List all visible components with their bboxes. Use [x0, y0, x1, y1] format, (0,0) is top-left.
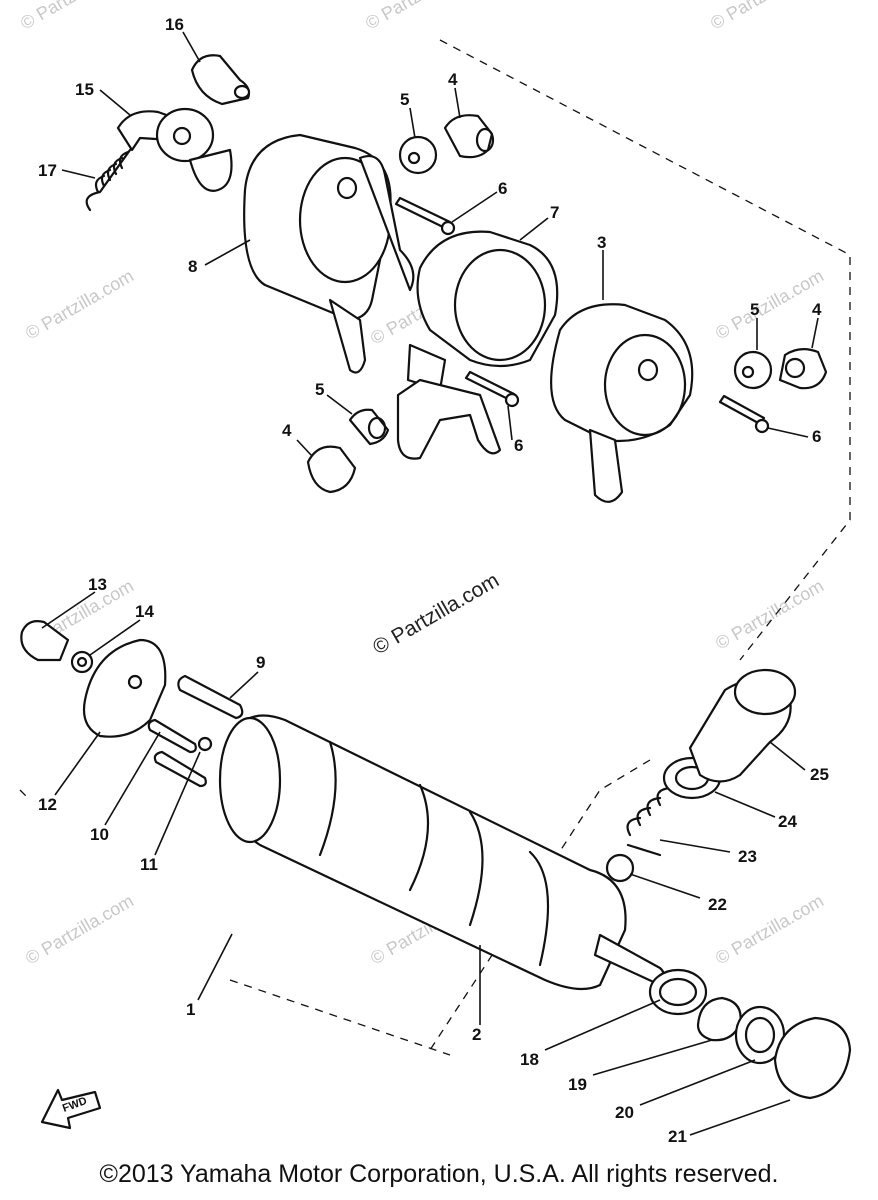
- leader-lines: [41, 31, 819, 1136]
- part-3: [550, 303, 694, 503]
- callout-6c: 6: [514, 436, 523, 455]
- callout-6b: 6: [812, 427, 821, 446]
- part-2: [218, 714, 666, 991]
- copyright-notice: ©2013 Yamaha Motor Corporation, U.S.A. A…: [99, 1160, 779, 1188]
- callout-15: 15: [75, 80, 94, 99]
- watermark: © Partzilla.com: [712, 575, 827, 653]
- callout-16: 16: [165, 15, 184, 34]
- callout-6a: 6: [498, 179, 507, 198]
- callout-3: 3: [597, 233, 606, 252]
- part-13: [20, 620, 70, 662]
- callout-11: 11: [140, 855, 158, 874]
- watermark-main: © Partzilla.com: [369, 569, 503, 660]
- callout-24: 24: [778, 812, 797, 831]
- callout-18: 18: [520, 1050, 539, 1069]
- callout-7: 7: [550, 203, 559, 222]
- watermark: © Partzilla.com: [712, 265, 827, 343]
- parts-4-5-6-right: [718, 348, 828, 434]
- part-15: [116, 107, 233, 192]
- part-10: [147, 718, 197, 754]
- watermark: © Partzilla.com: [712, 890, 827, 968]
- fwd-arrow-icon: FWD: [40, 1088, 102, 1130]
- part-9: [177, 674, 244, 720]
- callout-5c: 5: [315, 380, 324, 399]
- part-22: [605, 853, 635, 883]
- callout-8: 8: [188, 257, 197, 276]
- part-21: [773, 1016, 852, 1100]
- watermark: © Partzilla.com: [707, 0, 822, 33]
- part-17: [85, 148, 132, 212]
- callout-23: 23: [738, 847, 757, 866]
- assembly-lines: [19, 39, 851, 1056]
- callouts: 16 15 17 8 5 4 6 7 3 5 4 6 5 4 6 13 14 9…: [38, 15, 829, 1146]
- callout-4b: 4: [812, 300, 822, 319]
- callout-2: 2: [472, 1025, 481, 1044]
- callout-14: 14: [135, 602, 154, 621]
- callout-17: 17: [38, 161, 57, 180]
- callout-20: 20: [615, 1103, 634, 1122]
- watermark: © Partzilla.com: [22, 265, 137, 343]
- part-12: [82, 638, 167, 738]
- part-16: [190, 54, 251, 106]
- callout-1: 1: [186, 1000, 195, 1019]
- part-23: [626, 786, 672, 857]
- part-7: [396, 230, 559, 460]
- parts-4-5-6-lower: [306, 370, 520, 494]
- callout-13: 13: [88, 575, 107, 594]
- part-11: [153, 736, 213, 788]
- part-25: [688, 668, 797, 783]
- callout-5b: 5: [750, 300, 759, 319]
- callout-22: 22: [708, 895, 727, 914]
- watermark: © Partzilla.com: [22, 890, 137, 968]
- part-18: [648, 968, 708, 1016]
- callout-4c: 4: [282, 421, 292, 440]
- parts-4-5-top: [394, 114, 495, 236]
- callout-21: 21: [668, 1127, 687, 1146]
- part-8: [243, 133, 415, 374]
- callout-12: 12: [38, 795, 57, 814]
- watermark: © Partzilla.com: [17, 0, 132, 33]
- callout-19: 19: [568, 1075, 587, 1094]
- callout-25: 25: [810, 765, 829, 784]
- part-19: [696, 996, 742, 1042]
- part-20: [734, 1005, 786, 1065]
- watermark: © Partzilla.com: [362, 0, 477, 33]
- part-14: [70, 650, 94, 674]
- callout-4a: 4: [448, 70, 458, 89]
- callout-9: 9: [256, 653, 265, 672]
- callout-5a: 5: [400, 90, 409, 109]
- callout-10: 10: [90, 825, 109, 844]
